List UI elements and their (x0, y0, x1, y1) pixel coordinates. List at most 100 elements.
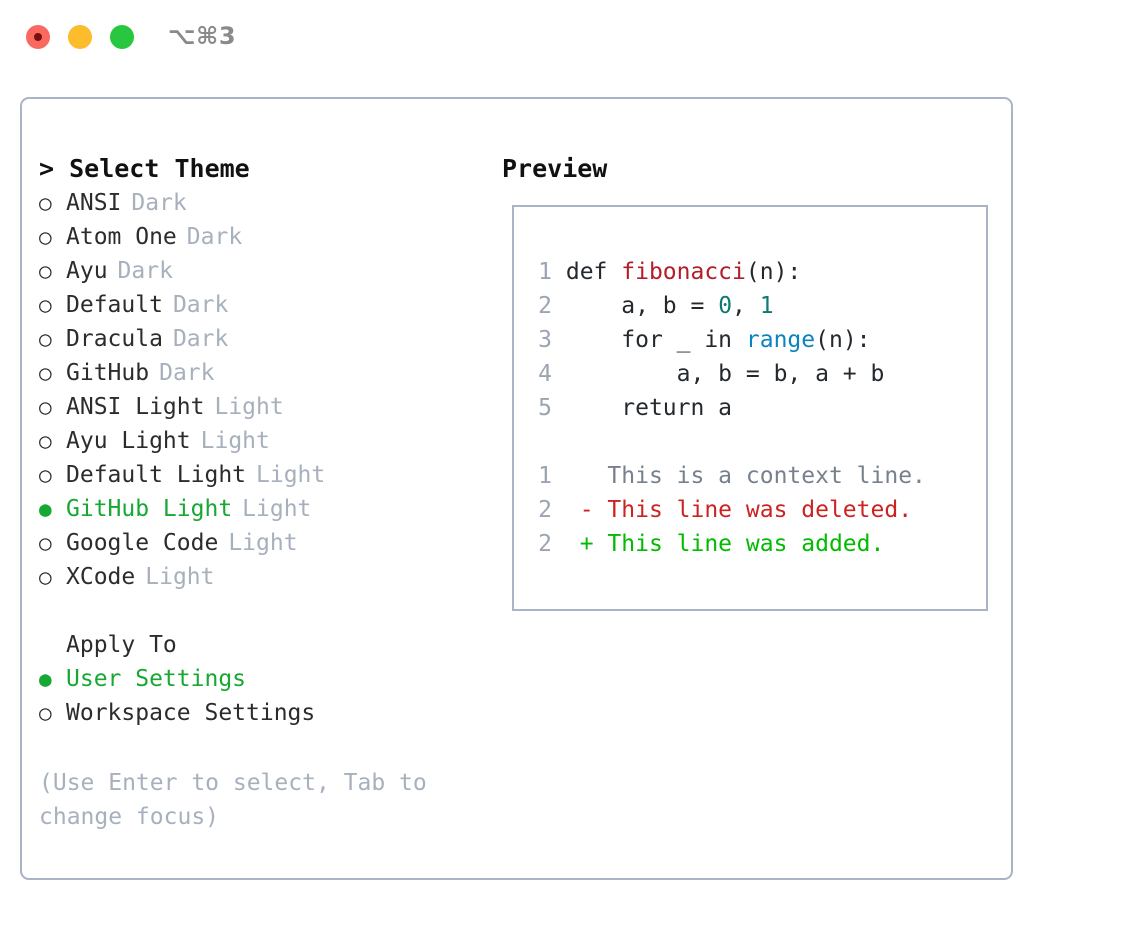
theme-option-label: GitHub Light (66, 496, 233, 522)
line-number: 4 (538, 361, 552, 387)
spacer (39, 594, 489, 628)
code-token: a, b = (565, 293, 719, 319)
radio-unselected-icon: ○ (39, 429, 52, 453)
theme-option-label: Dracula (66, 326, 163, 352)
theme-option-tag: Dark (172, 292, 229, 318)
apply-to-heading: Apply To (66, 632, 177, 658)
diff-line-text: This is a context line. (579, 463, 926, 489)
code-token: for _ in (565, 327, 746, 353)
code-token: (n): (745, 259, 802, 285)
code-line: 4 a, b = b, a + b (534, 357, 884, 391)
code-line: 1 def fibonacci(n): (534, 255, 884, 289)
code-token: return a (565, 395, 733, 421)
radio-unselected-icon: ○ (39, 701, 52, 725)
code-token: fibonacci (621, 259, 746, 285)
theme-option[interactable]: ○ Default Dark (39, 288, 489, 322)
apply-to-option-label: Workspace Settings (66, 700, 316, 726)
radio-selected-icon: ● (39, 667, 52, 691)
code-line: 3 for _ in range(n): (534, 323, 884, 357)
theme-option-tag: Dark (131, 190, 187, 216)
radio-unselected-icon: ○ (39, 531, 52, 555)
line-number: 1 (538, 259, 552, 285)
radio-unselected-icon: ○ (39, 361, 52, 385)
diff-line: 1 This is a context line. (534, 459, 926, 493)
radio-unselected-icon: ○ (39, 463, 52, 487)
theme-option-label: Google Code (66, 530, 219, 556)
diff-line: 2 - This line was deleted. (534, 493, 926, 527)
code-line: 5 return a (534, 391, 884, 425)
theme-option[interactable]: ○ ANSI Dark (39, 186, 489, 220)
theme-option-tag: Dark (186, 224, 243, 250)
keyboard-shortcut-label: ⌥⌘3 (168, 22, 237, 50)
keyboard-hint: (Use Enter to select, Tab to change focu… (39, 770, 441, 830)
theme-option[interactable]: ● GitHub Light Light (39, 492, 489, 526)
theme-option-label: ANSI (66, 190, 122, 216)
theme-option-label: Ayu (66, 258, 108, 284)
theme-option-tag: Light (145, 564, 215, 590)
radio-selected-icon: ● (39, 497, 52, 521)
zoom-button[interactable] (110, 25, 134, 49)
diff-sample: 1 This is a context line.2 - This line w… (534, 459, 926, 561)
theme-option-tag: Light (256, 462, 326, 488)
theme-option-label: GitHub (66, 360, 150, 386)
line-number: 2 (538, 497, 552, 523)
apply-to-option[interactable]: ● User Settings (39, 662, 489, 696)
theme-option-tag: Light (228, 530, 298, 556)
theme-option-tag: Dark (159, 360, 215, 386)
theme-option[interactable]: ○ Dracula Dark (39, 322, 489, 356)
theme-option-tag: Light (200, 428, 270, 454)
theme-option-label: Atom One (66, 224, 177, 250)
code-token: (n): (815, 327, 871, 353)
radio-unselected-icon: ○ (39, 191, 52, 215)
preview-panel: Preview 1 def fibonacci(n):2 a, b = 0, 1… (502, 152, 1002, 611)
theme-option[interactable]: ○ Google Code Light (39, 526, 489, 560)
theme-option-label: ANSI Light (66, 394, 205, 420)
code-token: range (745, 327, 816, 353)
theme-option[interactable]: ○ Ayu Light Light (39, 424, 489, 458)
radio-unselected-icon: ○ (39, 327, 52, 351)
line-number: 1 (538, 463, 552, 489)
line-number: 3 (538, 327, 552, 353)
theme-option[interactable]: ○ Atom One Dark (39, 220, 489, 254)
theme-option-label: Default (66, 292, 163, 318)
title-bar: ⌥⌘3 (0, 0, 1140, 78)
minimize-button[interactable] (68, 25, 92, 49)
window-controls (26, 25, 134, 49)
radio-unselected-icon: ○ (39, 293, 52, 317)
radio-unselected-icon: ○ (39, 225, 52, 249)
theme-option[interactable]: ○ XCode Light (39, 560, 489, 594)
close-button[interactable] (26, 25, 50, 49)
line-number: 2 (538, 531, 552, 557)
apply-to-list[interactable]: ● User Settings ○ Workspace Settings (39, 662, 489, 730)
theme-option-tag: Dark (172, 326, 229, 352)
code-token: def (565, 259, 622, 285)
code-token: , (732, 293, 760, 319)
apply-to-option[interactable]: ○ Workspace Settings (39, 696, 489, 730)
theme-option-tag: Light (242, 496, 312, 522)
theme-option[interactable]: ○ GitHub Dark (39, 356, 489, 390)
diff-line: 2 + This line was added. (534, 527, 926, 561)
radio-unselected-icon: ○ (39, 259, 52, 283)
code-line: 2 a, b = 0, 1 (534, 289, 884, 323)
theme-option-label: XCode (66, 564, 136, 590)
radio-unselected-icon: ○ (39, 565, 52, 589)
theme-option[interactable]: ○ Ayu Dark (39, 254, 489, 288)
theme-option[interactable]: ○ Default Light Light (39, 458, 489, 492)
preview-heading: Preview (502, 154, 608, 183)
theme-option-label: Ayu Light (66, 428, 191, 454)
line-number: 2 (538, 293, 552, 319)
diff-line-text: + This line was added. (579, 531, 885, 557)
theme-option-label: Default Light (66, 462, 247, 488)
theme-option-tag: Dark (117, 258, 173, 284)
diff-line-text: - This line was deleted. (579, 497, 913, 523)
theme-option-tag: Light (214, 394, 284, 420)
apply-to-option-label: User Settings (66, 666, 247, 692)
code-token: a, b = b, a + b (565, 361, 885, 387)
